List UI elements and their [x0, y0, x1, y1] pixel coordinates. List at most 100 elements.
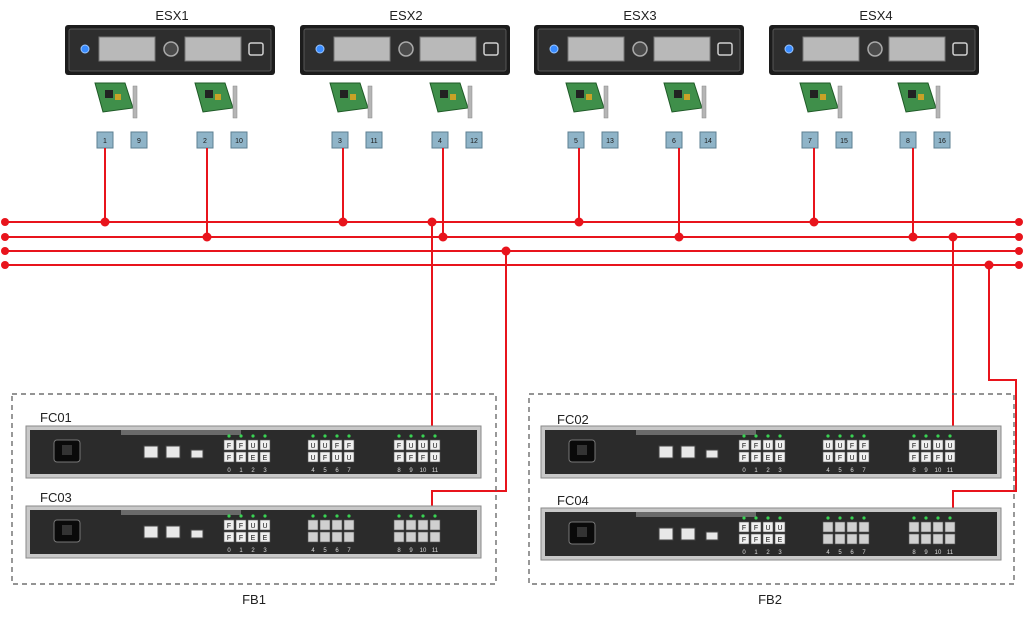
- usb-port-icon: [483, 42, 499, 56]
- sfp-port: [822, 439, 834, 451]
- hba-bracket: [467, 85, 473, 119]
- serial-port-icon: [165, 525, 181, 539]
- sfp-port: [235, 439, 247, 451]
- switch-label-fc03: FC03: [40, 490, 72, 505]
- port-status-led: [862, 434, 866, 438]
- port-number: 1: [754, 550, 758, 556]
- port-number: 11: [432, 548, 439, 554]
- sfp-port-type: E: [263, 535, 268, 542]
- port-tag: [665, 131, 683, 149]
- sfp-port: [944, 521, 956, 533]
- hba-card-5: 5 13: [565, 82, 619, 149]
- bus-end-dot: [1, 261, 9, 269]
- port-status-led: [912, 434, 916, 438]
- port-number: 6: [335, 468, 339, 474]
- sfp-port: [393, 519, 405, 531]
- port-status-led: [862, 516, 866, 520]
- sfp-port: [417, 531, 429, 543]
- fc-hba-card-icon: [429, 82, 469, 113]
- sfp-port-type: U: [262, 443, 267, 450]
- sfp-port-type: U: [837, 443, 842, 450]
- sfp-port: [247, 531, 259, 543]
- sfp-port: [920, 451, 932, 463]
- port-status-led: [311, 514, 315, 518]
- port-number: 0: [742, 550, 746, 556]
- sfp-port: [846, 451, 858, 463]
- port-status-led: [948, 434, 952, 438]
- sfp-port: [908, 451, 920, 463]
- port-number: 2: [766, 468, 770, 474]
- port-number: 4: [311, 548, 315, 554]
- hba-chip: [450, 94, 456, 100]
- port-number: 7: [347, 548, 351, 554]
- port-status-led: [754, 516, 758, 520]
- hba-chip: [205, 90, 213, 98]
- serial-port-icon: [680, 527, 696, 541]
- port-tag-number: 13: [606, 138, 614, 145]
- sfp-port-type: U: [346, 455, 351, 462]
- sfp-port-type: U: [825, 443, 830, 450]
- hba-chip: [908, 90, 916, 98]
- port-status-led: [838, 516, 842, 520]
- sfp-port: [405, 531, 417, 543]
- sfp-port-type: U: [947, 455, 952, 462]
- sfp-port-type: U: [322, 443, 327, 450]
- port-number: 8: [397, 468, 401, 474]
- power-inlet-pins: [62, 525, 72, 535]
- sfp-port: [247, 451, 259, 463]
- port-number: 8: [912, 468, 916, 474]
- sfp-port-type: F: [862, 443, 866, 450]
- port-tag-number: 7: [808, 138, 812, 145]
- sfp-port-type: U: [825, 455, 830, 462]
- port-number: 10: [420, 468, 427, 474]
- sfp-port-type: F: [742, 525, 746, 532]
- junction-dot: [674, 232, 684, 242]
- sfp-port: [417, 439, 429, 451]
- sfp-port-type: F: [912, 455, 916, 462]
- port-number: 11: [947, 468, 954, 474]
- sfp-port-type: U: [310, 443, 315, 450]
- sfp-port-type: E: [778, 537, 783, 544]
- usb-port-icon: [717, 42, 733, 56]
- sfp-port: [405, 439, 417, 451]
- sfp-port: [393, 439, 405, 451]
- port-tag-number: 5: [574, 138, 578, 145]
- port-status-led: [421, 434, 425, 438]
- host-label-esx4: ESX4: [859, 8, 893, 23]
- usb-port-icon: [190, 449, 204, 459]
- sfp-port-type: F: [239, 535, 243, 542]
- port-tag: [465, 131, 483, 149]
- power-inlet-pins: [577, 445, 587, 455]
- port-number: 3: [778, 550, 782, 556]
- sfp-port: [762, 451, 774, 463]
- sfp-port: [908, 521, 920, 533]
- port-tag: [130, 131, 148, 149]
- sfp-port: [247, 439, 259, 451]
- port-number: 8: [912, 550, 916, 556]
- sfp-port-type: U: [765, 443, 770, 450]
- sfp-port: [343, 439, 355, 451]
- sfp-port: [920, 521, 932, 533]
- sfp-port-type: E: [251, 535, 256, 542]
- junction-dot: [427, 217, 437, 227]
- sfp-port-type: U: [935, 443, 940, 450]
- port-number: 11: [432, 468, 439, 474]
- port-tag-number: 10: [235, 138, 243, 145]
- sfp-port-type: U: [849, 455, 854, 462]
- power-inlet-pins: [62, 445, 72, 455]
- hba-chip: [340, 90, 348, 98]
- drive-bay: [419, 36, 477, 62]
- junction-dot: [809, 217, 819, 227]
- hba-chip: [684, 94, 690, 100]
- drive-bay: [567, 36, 625, 62]
- fabric-box-fb2: [528, 393, 1015, 585]
- sfp-port: [750, 451, 762, 463]
- hba-chip: [440, 90, 448, 98]
- junction-dot: [501, 246, 511, 256]
